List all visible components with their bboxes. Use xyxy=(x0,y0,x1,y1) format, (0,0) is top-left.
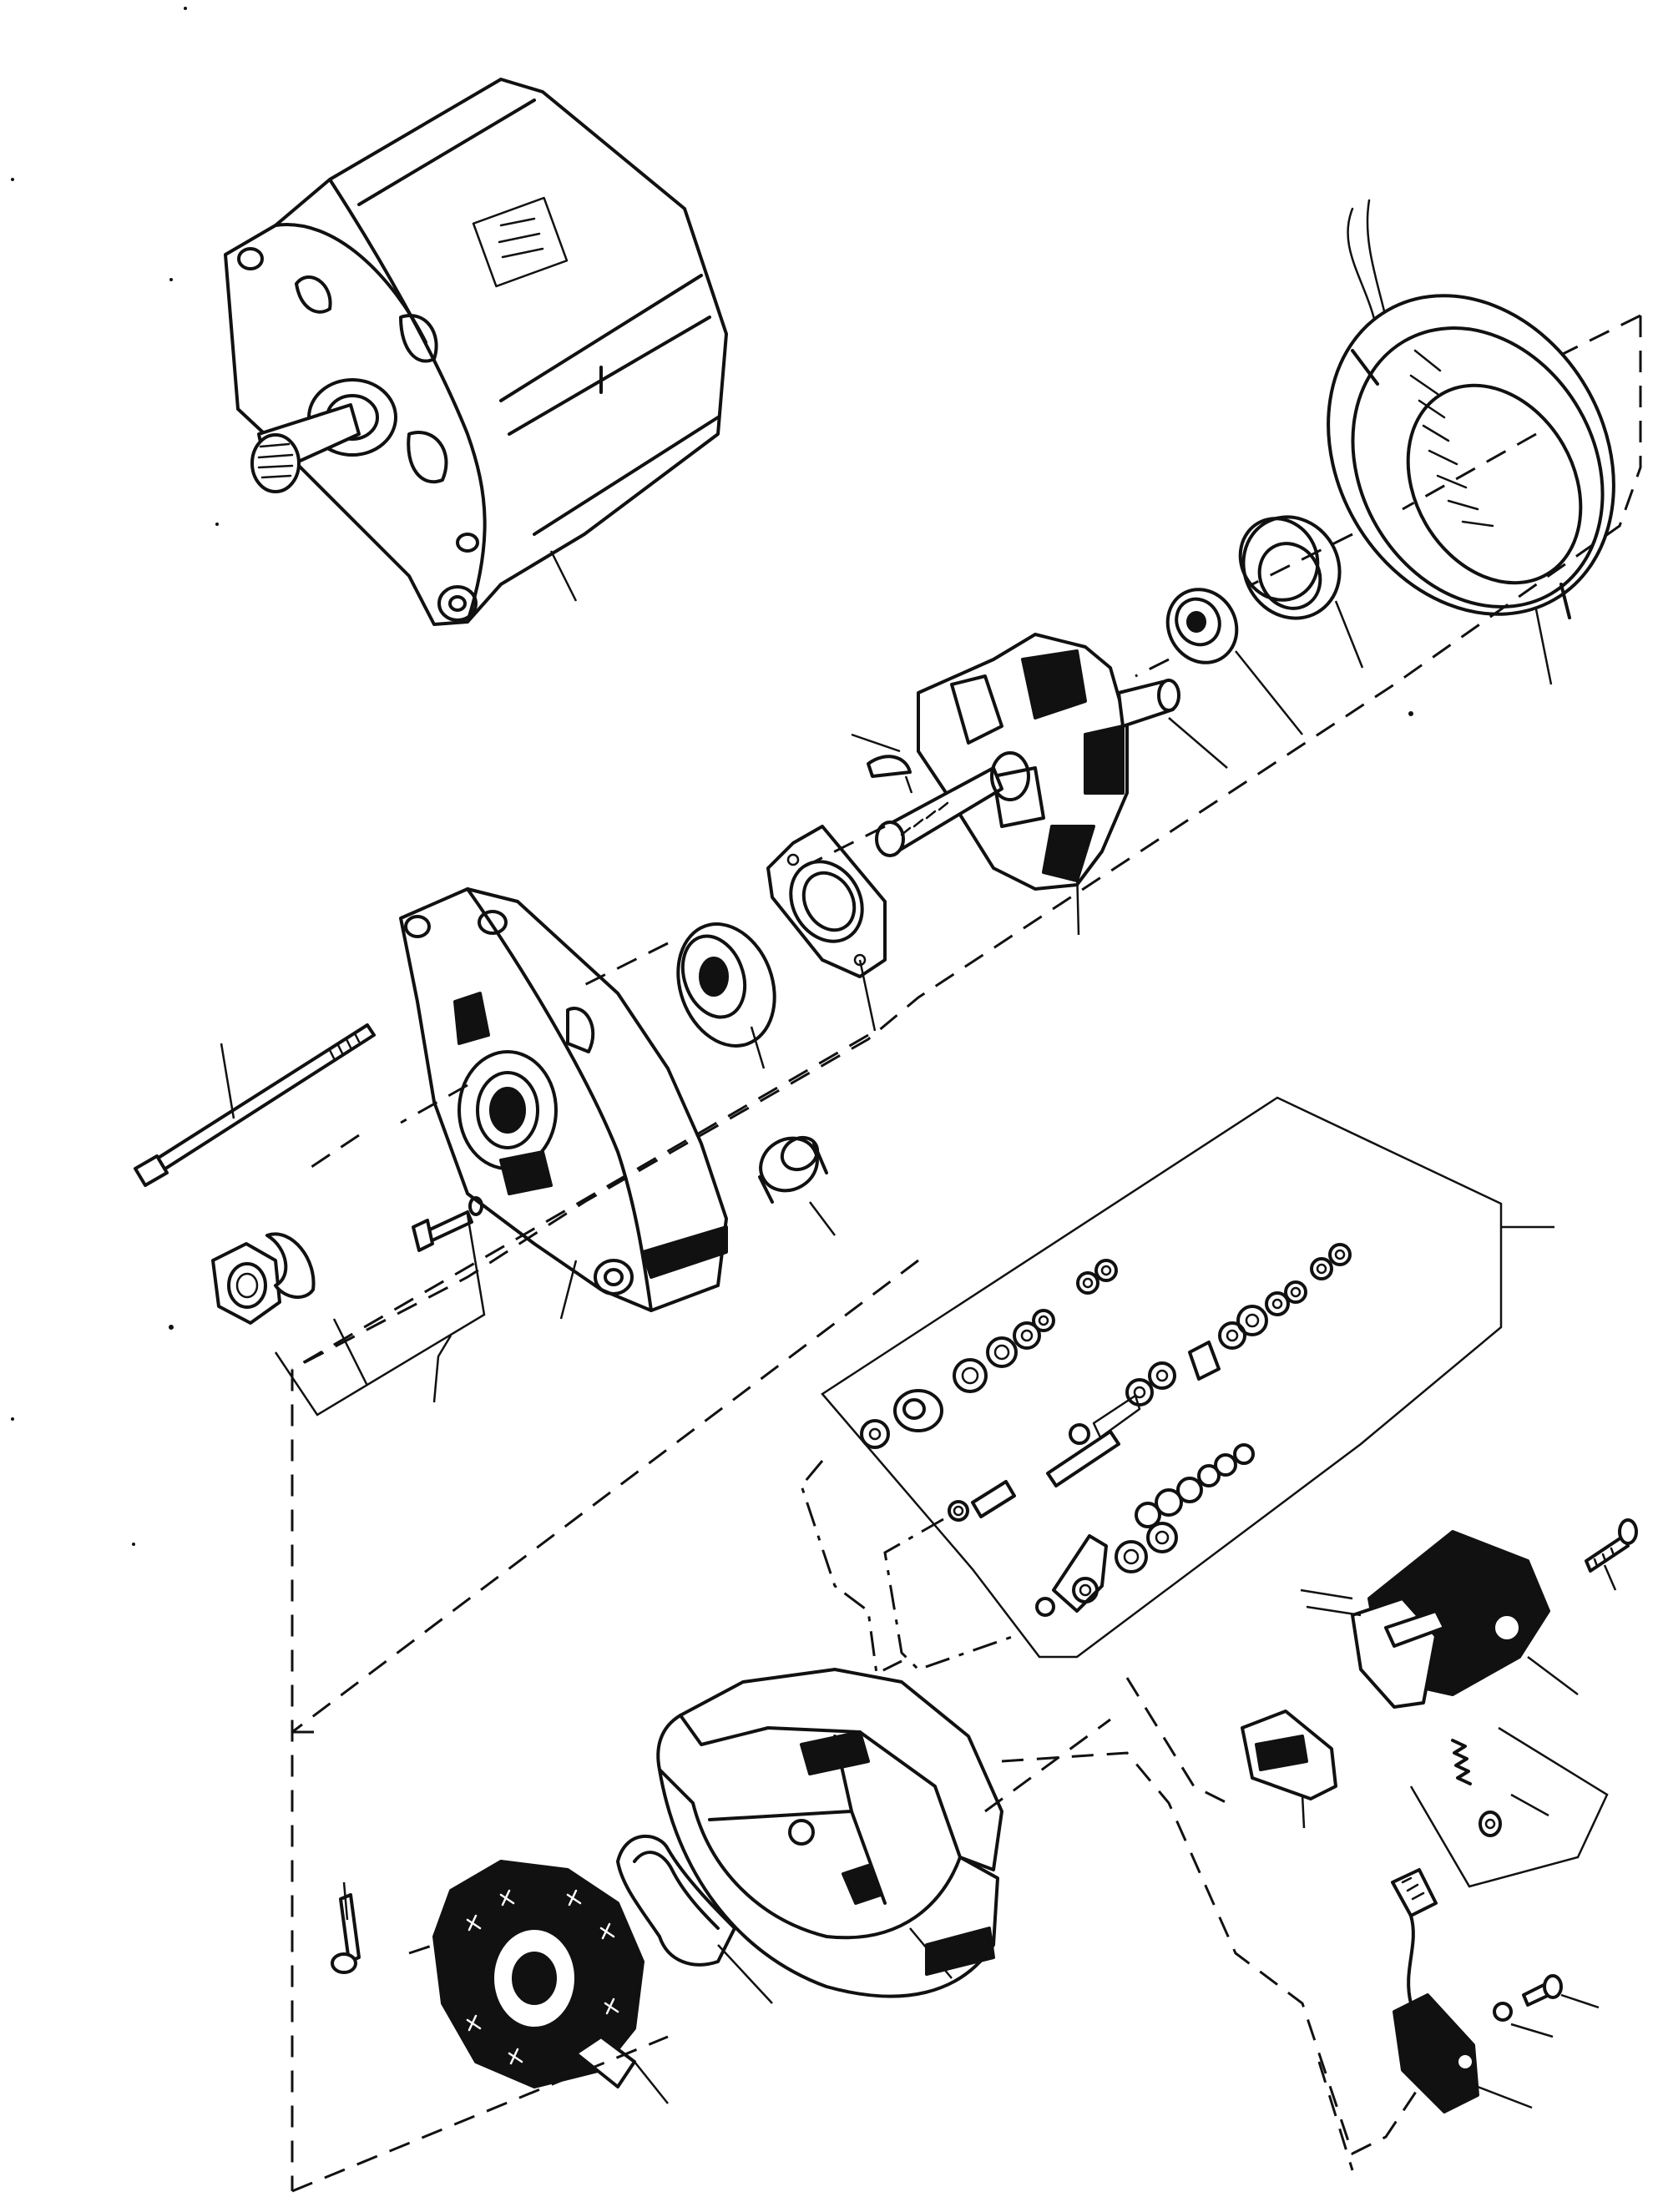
spring-washer xyxy=(265,1232,316,1299)
bearing-retainer-plate xyxy=(766,825,887,1032)
kit-row-2 xyxy=(1046,1243,1352,1487)
insulating-clip xyxy=(616,1834,773,2004)
drive-end-housing xyxy=(399,887,728,1320)
scan-specks xyxy=(11,7,1413,1546)
bushing xyxy=(758,1135,836,1236)
stator xyxy=(1327,199,1615,685)
slip-ring-bearing-sleeve xyxy=(1238,515,1364,669)
capacitor-screw-washer xyxy=(1493,1974,1600,2038)
brush-springs xyxy=(1409,1726,1609,1888)
woodruff-key xyxy=(851,733,913,794)
pulley-nut xyxy=(211,1242,281,1325)
rotor xyxy=(875,633,1228,936)
suppression-capacitor xyxy=(1391,1868,1533,2114)
slip-ring-bearing xyxy=(1165,588,1303,735)
voltage-regulator xyxy=(1300,1530,1579,1709)
kit-row-1 xyxy=(860,1259,1118,1449)
alternator-assembly xyxy=(224,78,728,626)
rectifier-screw xyxy=(331,1881,361,1974)
brush-holder xyxy=(1241,1710,1337,1829)
terminal-hardware-kit xyxy=(821,1096,1554,1659)
fastener-group-bracket xyxy=(274,1214,486,1417)
regulator-screw xyxy=(1585,1518,1638,1591)
kit-row-3 xyxy=(948,1443,1255,1528)
slip-ring-end-housing xyxy=(656,1668,1003,1998)
screw-and-washer xyxy=(412,1196,483,1252)
kit-row-4 xyxy=(1035,1522,1178,1617)
drive-end-bearing xyxy=(676,922,776,1069)
through-bolt xyxy=(134,1023,376,1187)
rectifier-diode-plate xyxy=(432,1860,669,2104)
assembly-lines xyxy=(291,314,1642,2193)
